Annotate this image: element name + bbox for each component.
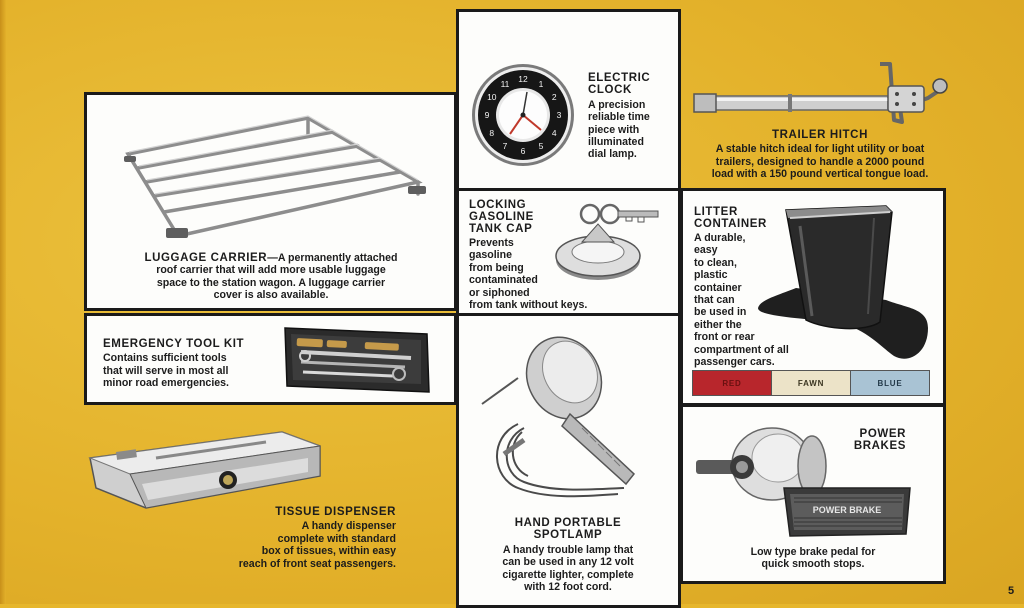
spotlamp-title-line: HAND PORTABLE [514, 517, 622, 529]
tool-kit-text: EMERGENCY TOOL KIT Contains sufficient t… [103, 338, 283, 390]
luggage-carrier-text-4: cover is also available. [213, 289, 329, 302]
trailer-hitch-desc-line: trailers, designed to handle a 2000 poun… [715, 155, 925, 168]
litter-container-desc-line: plastic [694, 269, 728, 282]
power-brakes-title: POWER BRAKES [800, 428, 906, 453]
electric-clock-desc-line: dial lamp. [588, 148, 637, 161]
litter-container-desc-line: A durable, [694, 232, 746, 244]
electric-clock-desc-line: illuminated [588, 136, 644, 149]
trailer-hitch-desc-line: A stable hitch ideal for light utility o… [715, 143, 925, 156]
tissue-dispenser-desc-line: complete with standard [277, 532, 396, 545]
litter-container-desc-line: be used in [694, 306, 747, 319]
clock-numeral: 1 [539, 79, 544, 89]
clock-numeral: 4 [552, 128, 557, 138]
gas-cap-illustration [555, 203, 659, 280]
clock-numeral: 11 [501, 79, 510, 89]
clock-numeral: 10 [487, 92, 497, 102]
electric-clock-desc-line: reliable time [588, 111, 650, 124]
luggage-carrier-panel [84, 92, 457, 311]
trailer-hitch-desc-line: load with a 150 pound vertical tongue lo… [711, 168, 929, 181]
power-brakes-text: Low type brake pedal for quick smooth st… [700, 546, 926, 571]
litter-container-desc-line: easy [694, 244, 718, 257]
clock-numeral: 2 [552, 92, 557, 102]
clock-numeral: 9 [485, 110, 490, 120]
clock-numeral: 3 [557, 110, 562, 120]
electric-clock-title-line-2: CLOCK [588, 84, 632, 97]
color-swatch-fawn: FAWN [772, 371, 851, 395]
tissue-dispenser-desc-line: reach of front seat passengers. [238, 557, 396, 570]
gas-cap-desc-line: from tank without keys. [469, 299, 588, 312]
gas-cap-text: LOCKING GASOLINE TANK CAP Prevents gasol… [469, 199, 649, 311]
tool-kit-desc-line: minor road emergencies. [103, 377, 229, 390]
luggage-carrier-text-2: roof carrier that will add more usable l… [156, 264, 386, 277]
spotlamp-text: HAND PORTABLE SPOTLAMP A handy trouble l… [470, 517, 666, 594]
spotlamp-illustration [481, 336, 636, 498]
power-brakes-title-line: BRAKES [853, 440, 906, 453]
color-swatch-red: RED [693, 371, 772, 395]
tool-kit-desc-line: Contains sufficient tools [103, 352, 227, 365]
litter-container-illustration [758, 205, 928, 359]
trailer-hitch-text: TRAILER HITCH A stable hitch ideal for l… [688, 129, 952, 181]
luggage-carrier-title: LUGGAGE CARRIER [144, 252, 268, 264]
litter-container-desc-line: compartment of all [694, 343, 789, 356]
gas-cap-desc-line: gasoline [469, 249, 512, 262]
tool-kit-desc-line: that will serve in most all [103, 364, 229, 377]
color-swatch-blue: BLUE [851, 371, 929, 395]
tissue-dispenser-desc-line: box of tissues, within easy [261, 545, 396, 558]
tool-kit-title: EMERGENCY TOOL KIT [103, 338, 245, 350]
gas-cap-desc-line: from being [469, 261, 524, 274]
tissue-dispenser-text: TISSUE DISPENSER A handy dispenser compl… [186, 506, 396, 570]
electric-clock-desc-line: piece with [588, 123, 640, 136]
gas-cap-desc-line: contaminated [469, 274, 538, 287]
gas-cap-title-line: TANK CAP [469, 223, 533, 235]
luggage-carrier-text-1: —A permanently attached [267, 252, 398, 264]
luggage-carrier-illustration [124, 115, 426, 238]
litter-container-desc-line: that can [694, 294, 735, 307]
trailer-hitch-title: TRAILER HITCH [772, 129, 868, 141]
electric-clock-desc-line: A precision [588, 98, 646, 111]
power-brakes-desc-line: quick smooth stops. [761, 558, 865, 571]
luggage-carrier-description: LUGGAGE CARRIER—A permanently attached r… [120, 252, 422, 302]
tissue-dispenser-title: TISSUE DISPENSER [275, 506, 396, 518]
clock-numeral: 8 [489, 128, 494, 138]
gas-cap-desc-line: or siphoned [469, 286, 530, 299]
power-brakes-title-line: POWER [859, 428, 906, 440]
power-brakes-illustration: POWER BRAKE [696, 427, 911, 537]
page-number: 5 [1008, 585, 1015, 597]
spotlamp-desc-line: with 12 foot cord. [524, 581, 612, 594]
litter-container-desc-line: to clean, [694, 256, 737, 269]
litter-container-desc-line: front or rear [694, 331, 755, 344]
litter-container-title-line: LITTER [694, 206, 738, 218]
tissue-dispenser-desc-line: A handy dispenser [301, 520, 396, 533]
clock-numeral: 7 [503, 141, 508, 151]
clock-numeral: 12 [518, 74, 528, 84]
spotlamp-desc-line: can be used in any 12 volt [502, 556, 634, 569]
gas-cap-title-line: LOCKING [469, 199, 527, 211]
spotlamp-desc-line: A handy trouble lamp that [502, 544, 634, 556]
pedal-label: POWER BRAKE [813, 505, 882, 515]
electric-clock-text: ELECTRIC CLOCK A precision reliable time… [588, 72, 678, 161]
litter-container-desc-line: container [694, 281, 742, 294]
spotlamp-title-line: SPOTLAMP [533, 529, 603, 541]
tissue-dispenser-illustration [88, 431, 321, 509]
litter-container-desc-line: either the [694, 318, 742, 331]
luggage-carrier-text-3: space to the station wagon. A luggage ca… [156, 276, 386, 289]
power-brakes-desc-line: Low type brake pedal for [750, 546, 876, 558]
litter-container-title-line: CONTAINER [694, 218, 767, 230]
tool-kit-illustration [284, 327, 430, 393]
litter-container-desc-line: passenger cars. [694, 356, 775, 369]
page-binding-edge [0, 0, 6, 604]
color-swatch-strip: RED FAWN BLUE [692, 370, 930, 396]
trailer-hitch-illustration [693, 62, 948, 124]
clock-numeral: 6 [521, 146, 526, 156]
gas-cap-title-line: GASOLINE [469, 211, 534, 223]
spotlamp-desc-line: cigarette lighter, complete [502, 568, 634, 581]
clock-numeral: 5 [539, 141, 544, 151]
electric-clock-title-line-1: ELECTRIC [588, 72, 651, 84]
litter-container-text: LITTER CONTAINER A durable, easy to clea… [694, 206, 824, 368]
gas-cap-desc-line: Prevents [469, 237, 514, 249]
